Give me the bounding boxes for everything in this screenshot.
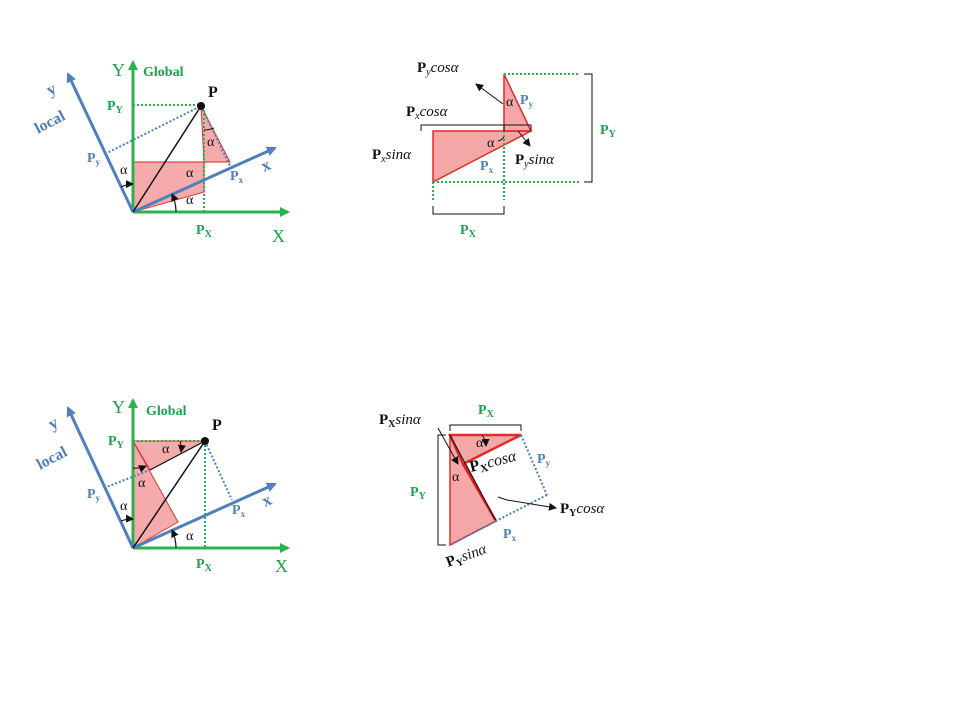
bl-angle-arc-top [177,440,186,453]
tl-angle-arc-top [203,127,215,131]
tr-label-Pysin: Pysinα [515,152,555,170]
tl-local-y-label: y [43,79,60,100]
bl-alpha-4: α [186,529,194,544]
br-label-PXcos: PXcosα [468,448,519,478]
bottom-left-diagram: Y Global X y local x P PY PX Py Px α α α… [34,397,290,576]
br-label-Px: Px [503,527,517,543]
br-arrow-PYcos [506,499,557,511]
tl-global-Y-label: Y [112,60,125,80]
br-arrow-PXsin [437,427,459,465]
tl-Px-label: Px [230,169,244,185]
bottom-right-diagram: PXsinα PX PXcosα PY PYcosα PYsinα Py Px … [379,403,605,573]
bl-local-label: local [34,443,71,473]
tr-bracket-right [584,73,593,183]
bl-proj-Py [103,469,151,489]
tl-point-P: P [208,84,218,101]
tl-proj-Py [104,105,202,155]
top-left-diagram: Y Global X y local x P PY PX Py Px α α α… [32,60,290,246]
bl-local-y-label: y [45,413,62,434]
top-right-diagram: Pycosα Pxcosα Pxsinα Pysinα PY PX Px Py … [372,60,617,240]
tl-PX-label: PX [196,223,213,240]
br-dot-2 [495,494,548,522]
br-label-PX: PX [478,403,495,420]
tr-label-Px: Px [480,159,494,175]
tr-alpha-1: α [506,95,514,110]
tl-local-x-axis [132,146,277,214]
bl-alpha-2: α [138,476,146,491]
tl-local-x-label: x [258,155,274,176]
bl-alpha-3: α [162,442,170,457]
tr-label-PX: PX [460,223,477,240]
bl-point-P: P [212,417,222,434]
tr-label-Py: Py [520,93,534,109]
bl-angle-arc-y [120,514,134,523]
br-label-PXsin: PXsinα [379,412,422,430]
tl-Py-label: Py [87,151,101,167]
br-label-PYcos: PYcosα [560,501,605,519]
tr-label-Pxsin: Pxsinα [372,147,412,165]
tl-alpha-1: α [120,163,128,178]
bl-angle-arc-x [171,529,179,549]
br-bracket-top [449,424,522,431]
bl-PX-label: PX [196,557,213,574]
br-bracket-left [437,434,446,546]
tl-local-label: local [32,107,69,137]
tr-label-PY: PY [600,123,617,140]
tr-arrow-Pycos [475,83,504,105]
tl-global-X-label: X [272,226,285,246]
br-label-Py: Py [537,452,551,468]
bl-PY-label: PY [108,434,125,451]
tl-global-label: Global [143,65,184,80]
br-black-diag [449,434,497,522]
bl-Py-label: Py [87,487,101,503]
bl-alpha-1: α [120,499,128,514]
tl-alpha-4: α [207,135,215,150]
br-dot-3 [449,520,497,546]
br-alpha-2: α [452,470,460,485]
br-label-PYsin: PYsinα [444,541,490,573]
br-dot-1 [520,434,548,496]
tr-label-Pycos: Pycosα [417,60,460,78]
tr-arrow-Pysin [517,130,531,147]
tr-angle-arc [497,136,505,142]
bl-proj-Px [204,440,233,501]
bl-vector-inner [149,440,206,471]
tl-proj-Px [200,105,231,167]
tr-alpha-2: α [487,136,495,151]
br-tick [497,496,508,501]
tr-bracket-top [420,124,532,131]
br-label-PY: PY [410,485,427,502]
tr-label-Pxcos: Pxcosα [406,104,449,122]
bl-local-x-label: x [259,490,275,511]
tl-alpha-3: α [186,193,194,208]
tr-triangle-upper [503,73,533,132]
br-angle-arc [481,434,490,447]
br-alpha-1: α [476,436,484,451]
tl-vector-P [132,102,205,213]
bl-global-X-label: X [275,556,288,576]
bl-angle-arc-left [132,465,147,473]
tl-angle-arc-x [171,193,179,213]
bl-local-x-axis [132,482,277,550]
tl-alpha-2: α [186,166,194,181]
tr-triangle-lower [432,130,532,184]
br-triangle-top [448,433,522,466]
tl-PY-label: PY [107,99,124,116]
tl-local-y-axis [66,72,135,213]
tl-angle-arc-y [120,180,134,189]
tr-bracket-bottom [432,206,505,215]
bl-global-Y-label: Y [112,397,125,417]
bl-global-label: Global [146,404,187,419]
bl-local-y-axis [66,406,135,549]
tl-triangle-lower [132,161,205,213]
bl-vector-P [132,437,209,549]
bl-Px-label: Px [232,503,246,519]
